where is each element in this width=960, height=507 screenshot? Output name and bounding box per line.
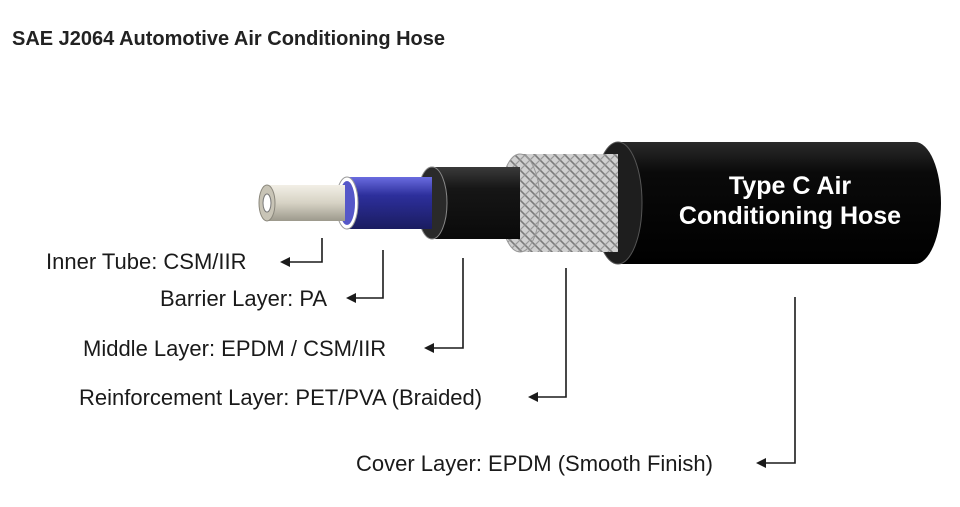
inner-arrowhead [280,257,290,267]
middle-arrowhead [424,343,434,353]
hose-label-line1: Type C Air [729,172,852,200]
inner-tube [258,184,345,222]
middle-layer [416,166,520,240]
reinforcement-leader-line [534,268,567,398]
barrier-leader-line [352,250,384,299]
middle-layer-label: Middle Layer: EPDM / CSM/IIR [83,336,387,361]
cover-arrowhead [756,458,766,468]
cover-leader-line [762,297,796,464]
reinforcement-layer-label: Reinforcement Layer: PET/PVA (Braided) [79,385,483,410]
cover-layer-label: Cover Layer: EPDM (Smooth Finish) [356,451,713,476]
middle-leader-line [430,258,464,349]
reinforcement-arrowhead [528,392,538,402]
hose-label-line2: Conditioning Hose [679,202,901,230]
page-title: SAE J2064 Automotive Air Conditioning Ho… [12,28,446,50]
inner-leader-line [286,238,323,263]
barrier-layer [335,176,432,230]
barrier-arrowhead [346,293,356,303]
barrier-layer-label: Barrier Layer: PA [160,286,328,311]
inner-tube-label: Inner Tube: CSM/IIR [46,249,247,274]
